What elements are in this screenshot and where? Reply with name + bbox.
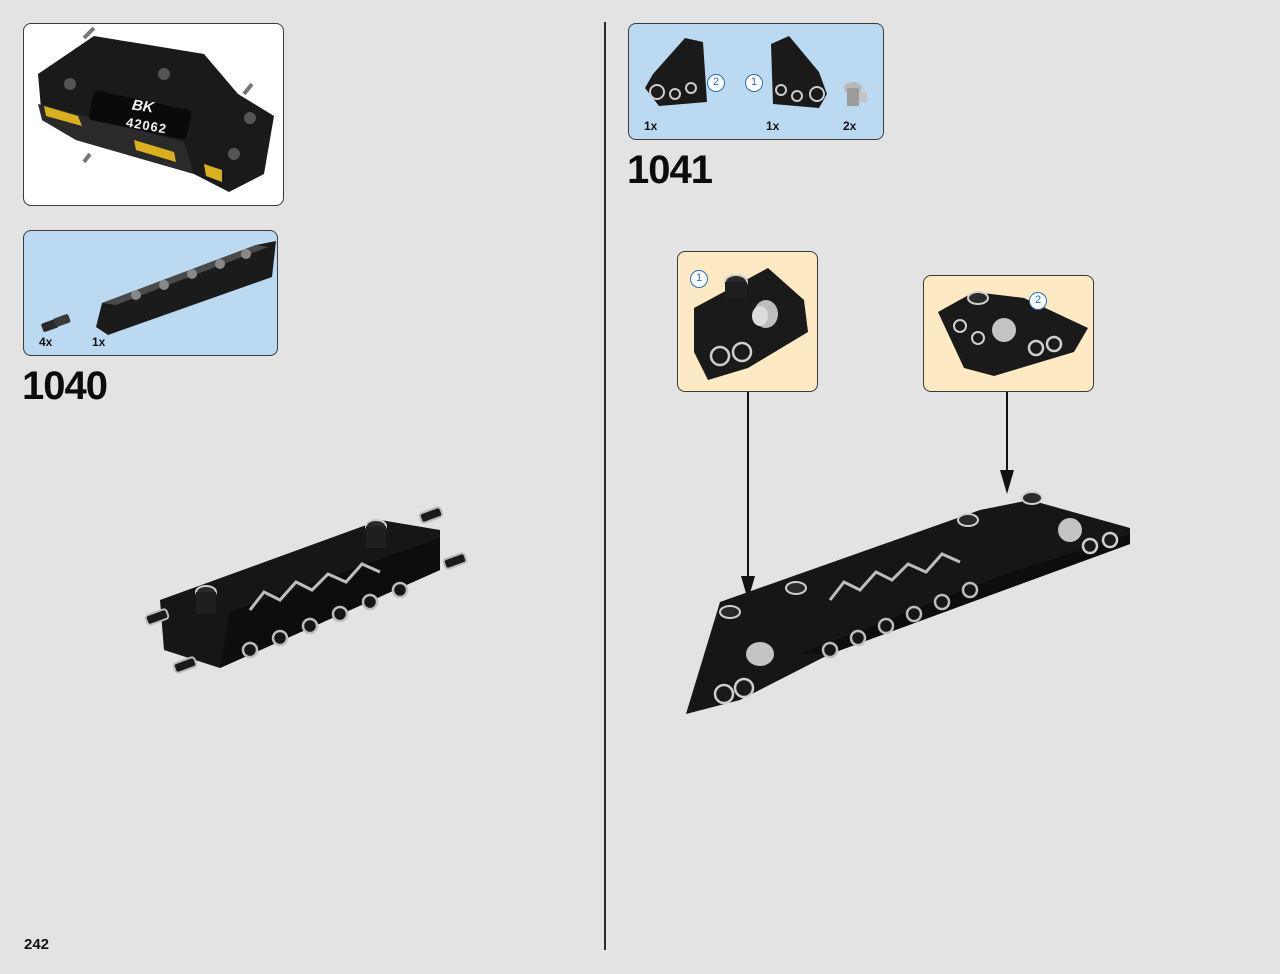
part-callout-2: 2	[707, 74, 725, 92]
step-1041-model-image	[686, 491, 1130, 714]
step-1040-model-image	[144, 506, 468, 674]
detail-left-image	[694, 268, 808, 380]
detail-right-image	[938, 291, 1088, 376]
parts-list-images	[41, 241, 276, 335]
part-qty: 1x	[92, 335, 106, 349]
subassembly-model-image	[38, 26, 274, 192]
angled-connector-block-icon	[771, 36, 827, 108]
assembly-arrow-right	[1000, 392, 1014, 494]
detail-panel-right: 2	[923, 275, 1094, 392]
step-number-1040: 1040	[22, 364, 108, 408]
part-qty: 2x	[843, 119, 857, 133]
parts-list-images	[645, 36, 867, 108]
part-qty: 1x	[644, 119, 658, 133]
detail-callout-2: 2	[1029, 292, 1047, 310]
parts-list-panel-1040: 4x 1x	[23, 230, 278, 356]
subassembly-preview-panel: BK 42062	[23, 23, 284, 206]
part-qty: 1x	[766, 119, 780, 133]
assembly-arrow-left	[741, 392, 755, 600]
part-callout-1: 1	[745, 74, 763, 92]
angled-connector-block-icon	[645, 38, 707, 106]
detail-callout-1: 1	[690, 270, 708, 288]
part-qty: 4x	[39, 335, 53, 349]
grey-axle-pin-icon	[844, 82, 867, 106]
model-logo: BK	[130, 96, 155, 117]
page-number: 242	[24, 936, 50, 953]
black-beam-panel-icon	[96, 241, 276, 335]
parts-list-panel-1041: 2 1 1x 1x 2x	[628, 23, 884, 140]
page-divider	[604, 22, 606, 950]
step-number-1041: 1041	[627, 148, 713, 192]
pin-connector-icon	[41, 314, 71, 332]
detail-panel-left: 1	[677, 251, 818, 392]
